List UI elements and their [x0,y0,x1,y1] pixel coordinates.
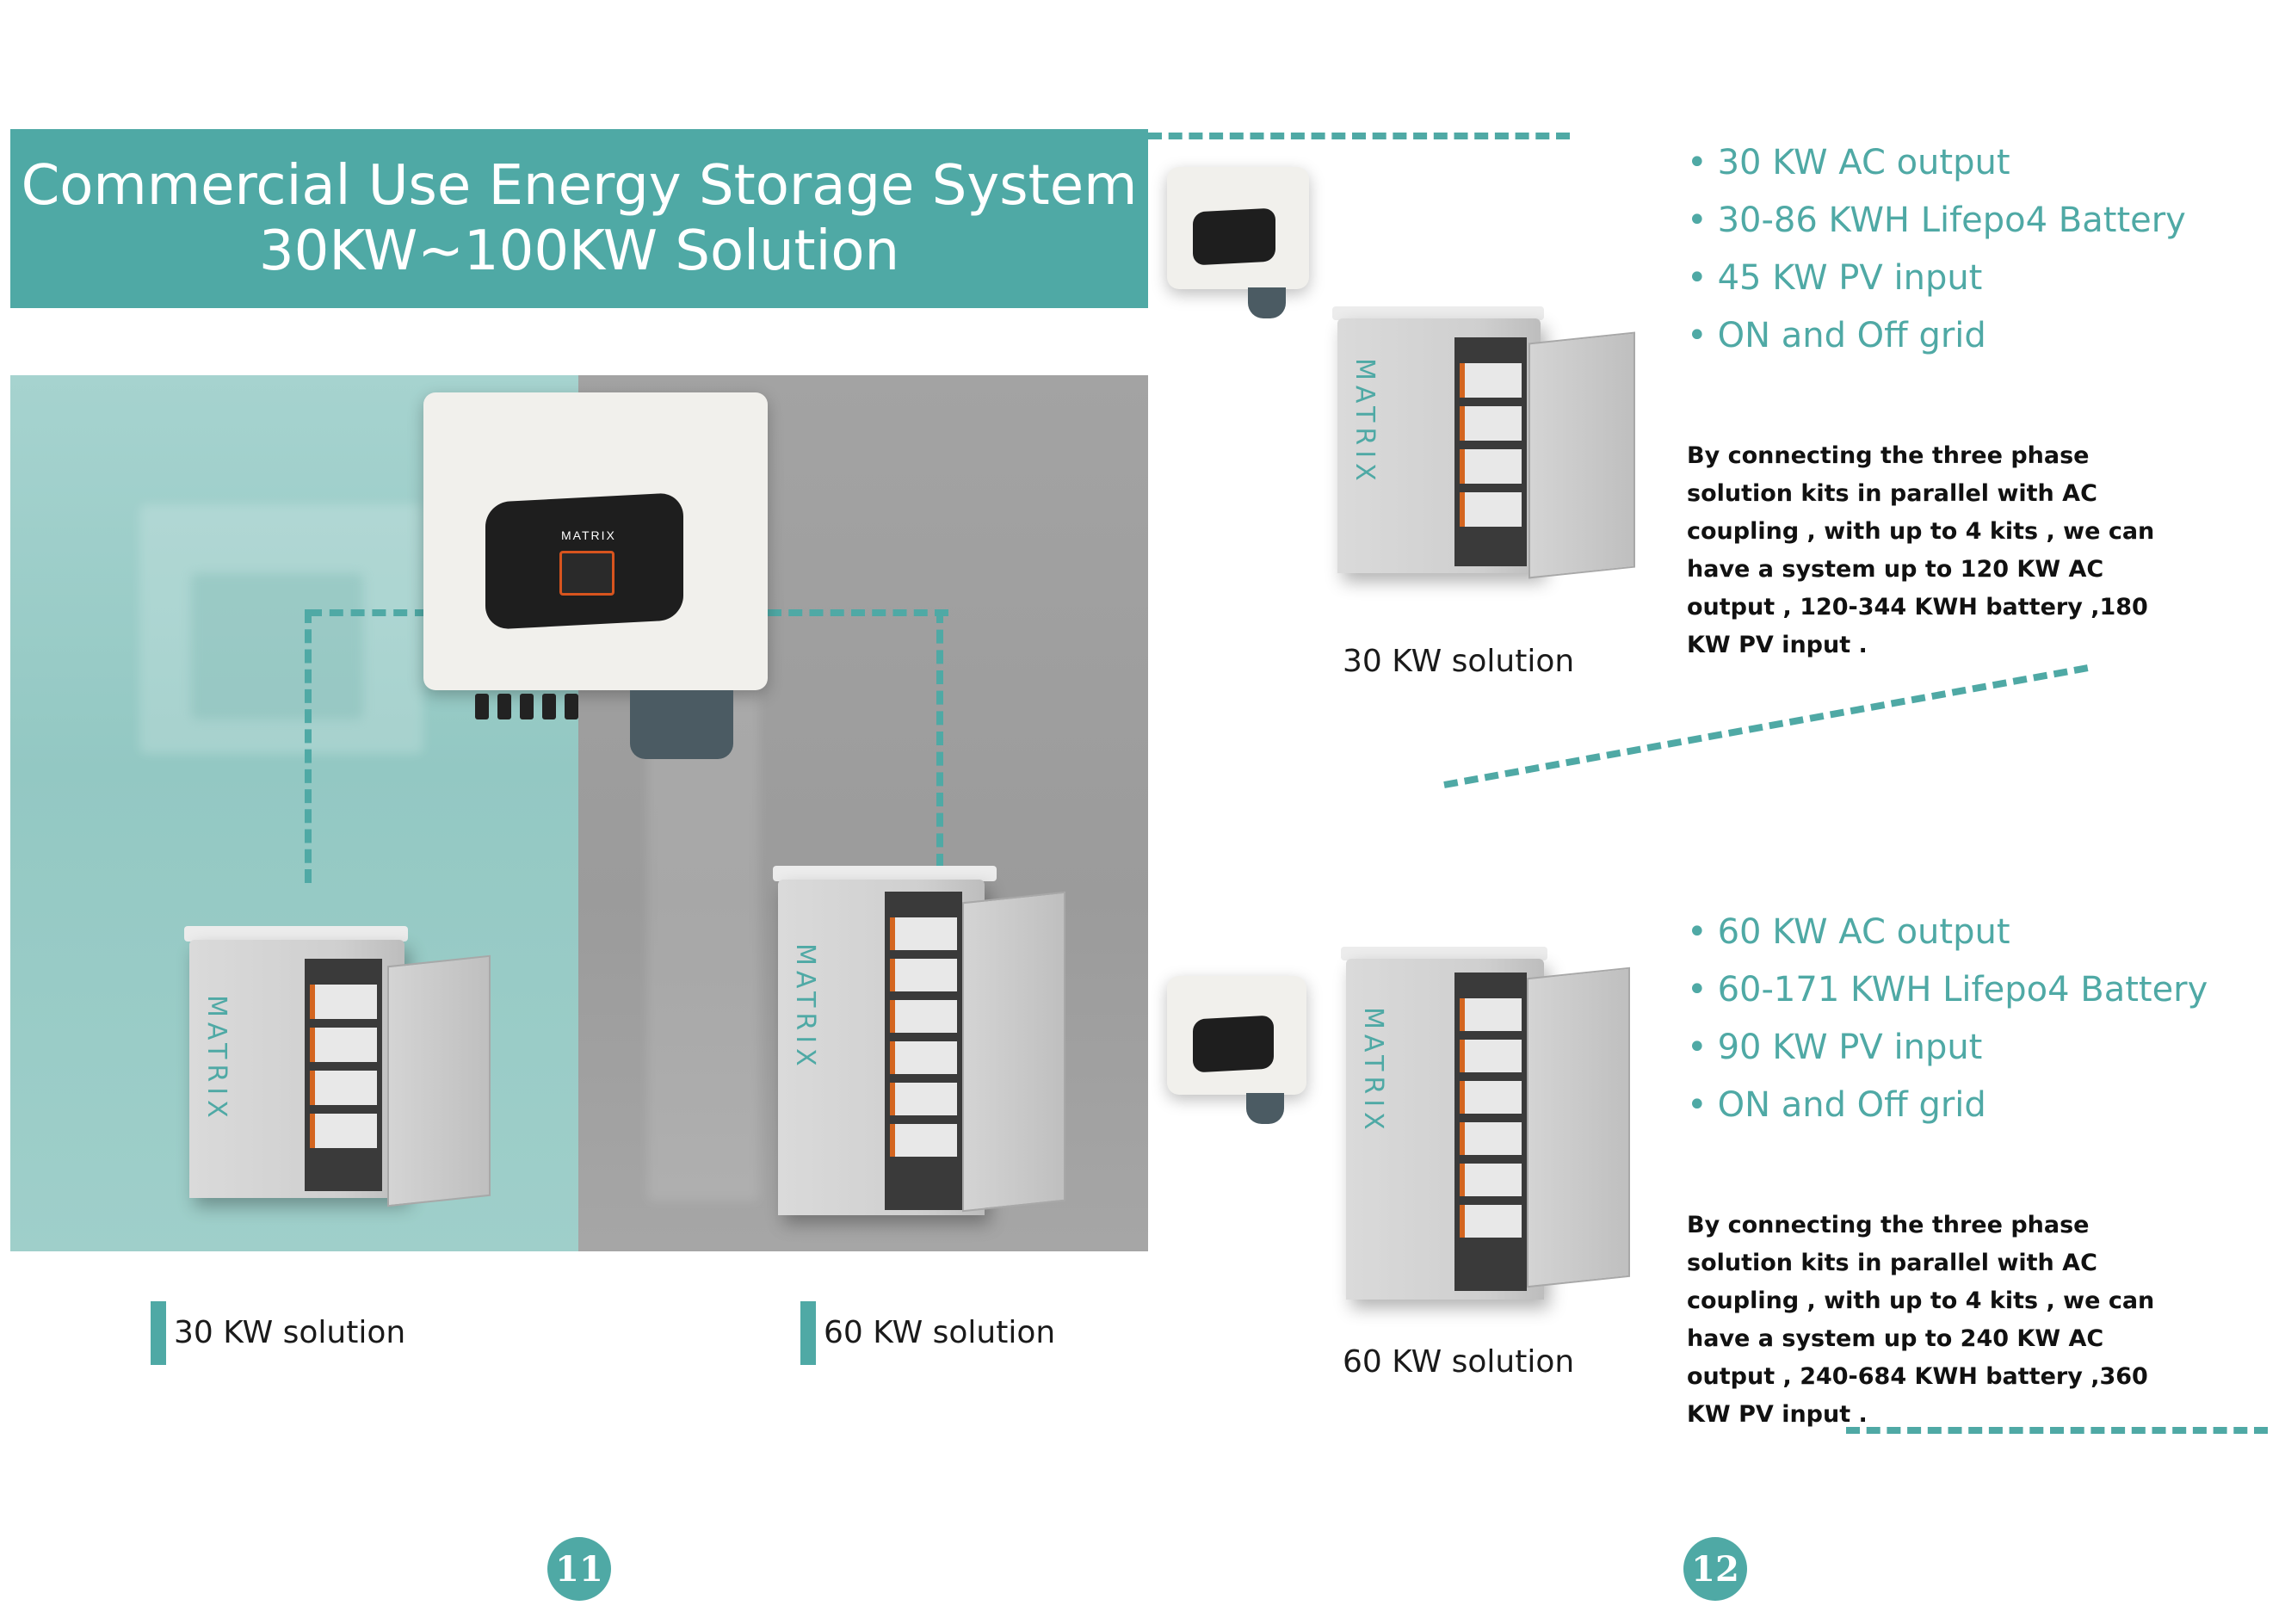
page-number-right: 12 [1683,1537,1747,1601]
battery-rack [1454,337,1527,566]
battery-module [1460,449,1522,484]
spec-item: 45 KW PV input [1687,250,2186,307]
page-subtitle: 30KW~100KW Solution [258,219,900,283]
battery-rack [305,959,382,1191]
battery-module [1460,1205,1522,1238]
battery-cabinet-30kw: MATRIX [176,926,503,1219]
battery-rack [885,892,962,1210]
cabinet-logo: MATRIX [201,995,232,1123]
inverter-front-panel [1193,207,1275,266]
battery-module [1460,1081,1522,1114]
cabinet-top [773,866,997,881]
inverter-thumbnail-30kw [1167,167,1309,318]
battery-module [1460,492,1522,527]
battery-cabinet-60kw-detail: MATRIX [1334,947,1670,1308]
battery-module [890,1000,957,1033]
cable-port-icon [542,694,556,719]
cabinet-logo: MATRIX [1358,1007,1388,1135]
battery-rack [1454,973,1527,1291]
battery-module [310,1114,377,1148]
dashed-divider [1443,664,2089,788]
battery-module [890,1083,957,1115]
cable-port-icon [497,694,511,719]
inverter-front-panel [1193,1015,1274,1073]
battery-cabinet-60kw: MATRIX [764,866,1091,1227]
caption-60kw: 60 KW solution [824,1315,1056,1350]
dashed-connector [308,609,429,616]
dashed-divider [1846,1427,2268,1434]
battery-module [890,917,957,950]
battery-module [890,959,957,991]
spec-list-60kw: 60 KW AC output 60-171 KWH Lifepo4 Batte… [1687,904,2208,1134]
inverter-display-screen [559,551,614,596]
caption-60kw-detail: 60 KW solution [1343,1344,1575,1380]
battery-module [310,1071,377,1105]
cabinet-door [1528,331,1635,579]
spec-list-30kw: 30 KW AC output 30-86 KWH Lifepo4 Batter… [1687,134,2186,365]
inverter-junction-box [1246,1093,1284,1124]
spec-item: 90 KW PV input [1687,1019,2208,1077]
page-number-left: 11 [547,1537,611,1601]
dashed-connector [768,609,948,616]
dashed-divider [1148,133,1570,139]
dashed-connector [936,609,943,868]
description-60kw: By connecting the three phase solution k… [1687,1212,2155,1428]
battery-module [1460,406,1522,441]
spec-item: 30 KW AC output [1687,134,2186,192]
battery-module [310,985,377,1019]
page-title: Commercial Use Energy Storage System [21,154,1138,218]
battery-module [1460,1040,1522,1072]
battery-module [890,1041,957,1074]
cabinet-door [387,954,491,1207]
inverter-ports [475,694,578,719]
description-30kw: By connecting the three phase solution k… [1687,442,2155,658]
cabinet-door [1527,966,1630,1288]
inverter-thumbnail-60kw [1167,976,1306,1124]
inverter-junction-box [1248,287,1286,318]
spec-item: 60 KW AC output [1687,904,2208,961]
dashed-connector [305,609,312,883]
cable-port-icon [565,694,578,719]
caption-30kw: 30 KW solution [174,1315,406,1350]
hero-product-image: MATRIX MATRIX MATRIX [10,375,1148,1251]
battery-module [890,1124,957,1157]
battery-module [1460,363,1522,398]
battery-module [1460,1164,1522,1196]
caption-accent-bar [800,1301,816,1365]
battery-cabinet-30kw-detail: MATRIX [1325,306,1661,582]
spec-item: ON and Off grid [1687,307,2186,365]
hybrid-inverter: MATRIX [423,392,768,759]
caption-30kw-detail: 30 KW solution [1343,644,1575,679]
caption-accent-bar [151,1301,166,1365]
title-banner: Commercial Use Energy Storage System 30K… [10,129,1148,308]
cabinet-top [1341,947,1547,960]
cabinet-logo: MATRIX [790,943,820,1071]
battery-module [1460,1122,1522,1155]
spec-item: 30-86 KWH Lifepo4 Battery [1687,192,2186,250]
battery-module [310,1028,377,1062]
cabinet-top [1332,306,1544,320]
blurred-background-shape [191,573,363,719]
cabinet-door [962,891,1065,1213]
spec-item: 60-171 KWH Lifepo4 Battery [1687,961,2208,1019]
cabinet-top [184,926,408,942]
cable-port-icon [520,694,534,719]
battery-module [1460,998,1522,1031]
cable-port-icon [475,694,489,719]
inverter-junction-box [630,690,733,759]
cabinet-logo: MATRIX [1349,358,1380,486]
inverter-logo: MATRIX [561,528,616,542]
spec-item: ON and Off grid [1687,1077,2208,1134]
blurred-background-shape [139,504,423,754]
